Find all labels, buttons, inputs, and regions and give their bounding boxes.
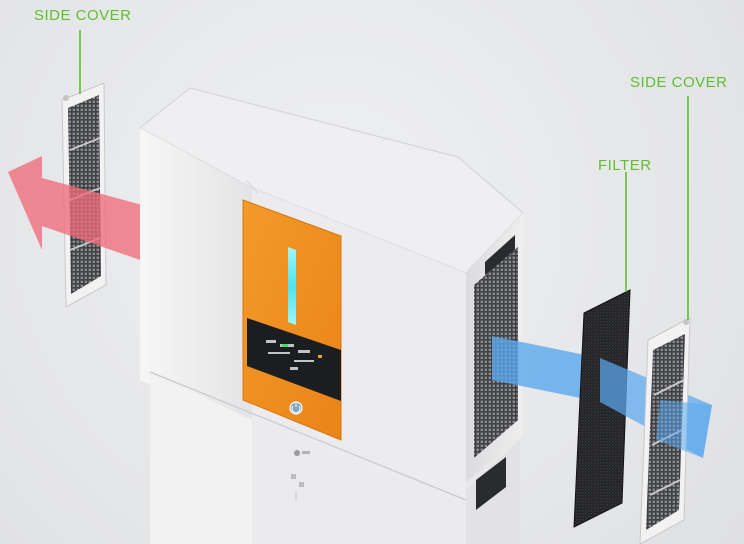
status-light-bar [288,247,296,325]
lcd-display [247,318,341,401]
screw-icon [63,95,69,101]
display-warn-indicator [318,355,322,358]
filter-label: FILTER [598,157,652,174]
display-green-indicator [282,344,288,347]
filter-panel [573,172,631,528]
lower-slot [476,457,506,510]
orange-front-panel [242,199,342,441]
left-side-cover [61,30,107,308]
side-slot-top [485,235,515,275]
intake-air-arrow [8,156,146,262]
lower-module-details [291,450,310,500]
power-button-icon[interactable] [289,401,303,415]
side-cover-left-label: SIDE COVER [34,7,132,24]
side-cover-right-label: SIDE COVER [630,74,728,91]
exhaust-air-arrow [492,336,600,402]
exhaust-air-overlay [656,400,712,458]
brand-logo-icon [294,450,300,456]
screw-icon [683,319,689,325]
